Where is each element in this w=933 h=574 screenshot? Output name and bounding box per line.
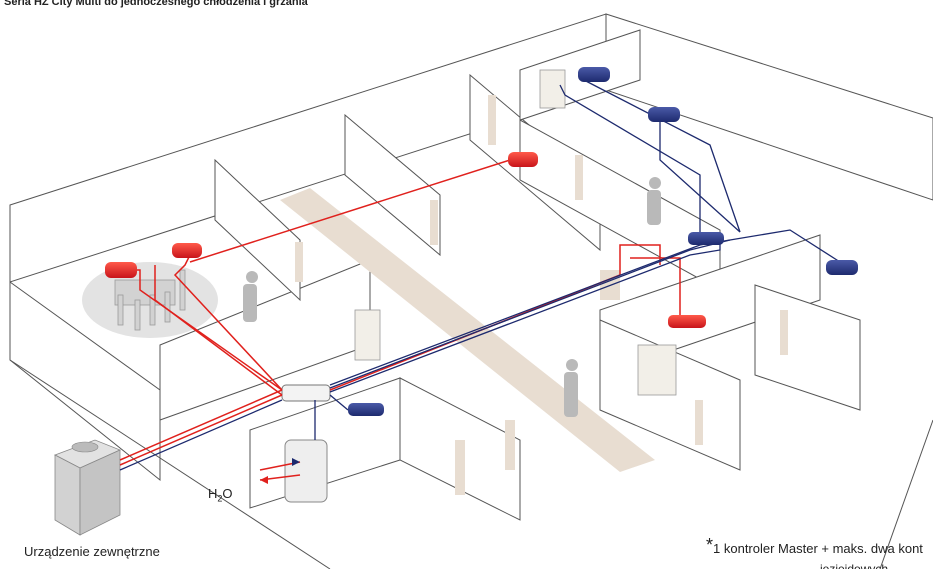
cabinet-right: [637, 344, 677, 396]
outdoor-unit: [54, 439, 122, 536]
hydrobox: [284, 439, 328, 503]
inner-wall-1: [214, 158, 301, 302]
meeting-table: [114, 269, 186, 331]
blue-unit-5: [348, 403, 384, 416]
cabinet-left: [354, 309, 381, 361]
footnote-line-2: jeziejdowych: [820, 562, 889, 569]
red-unit-1: [105, 262, 137, 278]
floor-edge-right: [879, 419, 933, 570]
blue-unit-3: [688, 232, 724, 245]
outdoor-unit-label: Urządzenie zewnętrzne: [24, 544, 160, 559]
floor-edge-left: [9, 359, 331, 570]
red-unit-4: [668, 315, 706, 328]
cabinets: [354, 69, 677, 396]
water-arrows: [260, 458, 300, 484]
red-unit-2: [172, 243, 202, 258]
front-left-wall: [9, 281, 161, 482]
water-label: H2O: [208, 486, 233, 504]
cabinet-top: [539, 69, 566, 109]
blue-unit-2: [648, 107, 680, 122]
footnote: *1 kontroler Master + maks. dwa kont: [706, 537, 933, 558]
red-unit-3: [508, 152, 538, 167]
indoor-units-heating: [105, 152, 706, 328]
blue-unit-1: [578, 67, 610, 82]
person-3: [564, 359, 578, 417]
corridor-floor: [280, 188, 655, 472]
person-1: [243, 271, 258, 322]
person-2: [647, 177, 661, 225]
blue-unit-4: [826, 260, 858, 275]
water-label-o: O: [222, 486, 233, 501]
water-label-sub: 2: [217, 493, 223, 504]
right-room-2: [754, 284, 861, 411]
water-label-h: H: [208, 486, 218, 501]
bc-controller: [281, 384, 331, 402]
indoor-units-cooling: [348, 67, 858, 416]
diagram-title: Seria HZ City Multi do jednoczesnego chł…: [4, 0, 308, 8]
footnote-text: 1 kontroler Master + maks. dwa kont: [713, 541, 923, 556]
people: [243, 177, 661, 417]
footnote-star: *: [706, 537, 714, 555]
inner-wall-2: [344, 113, 441, 257]
